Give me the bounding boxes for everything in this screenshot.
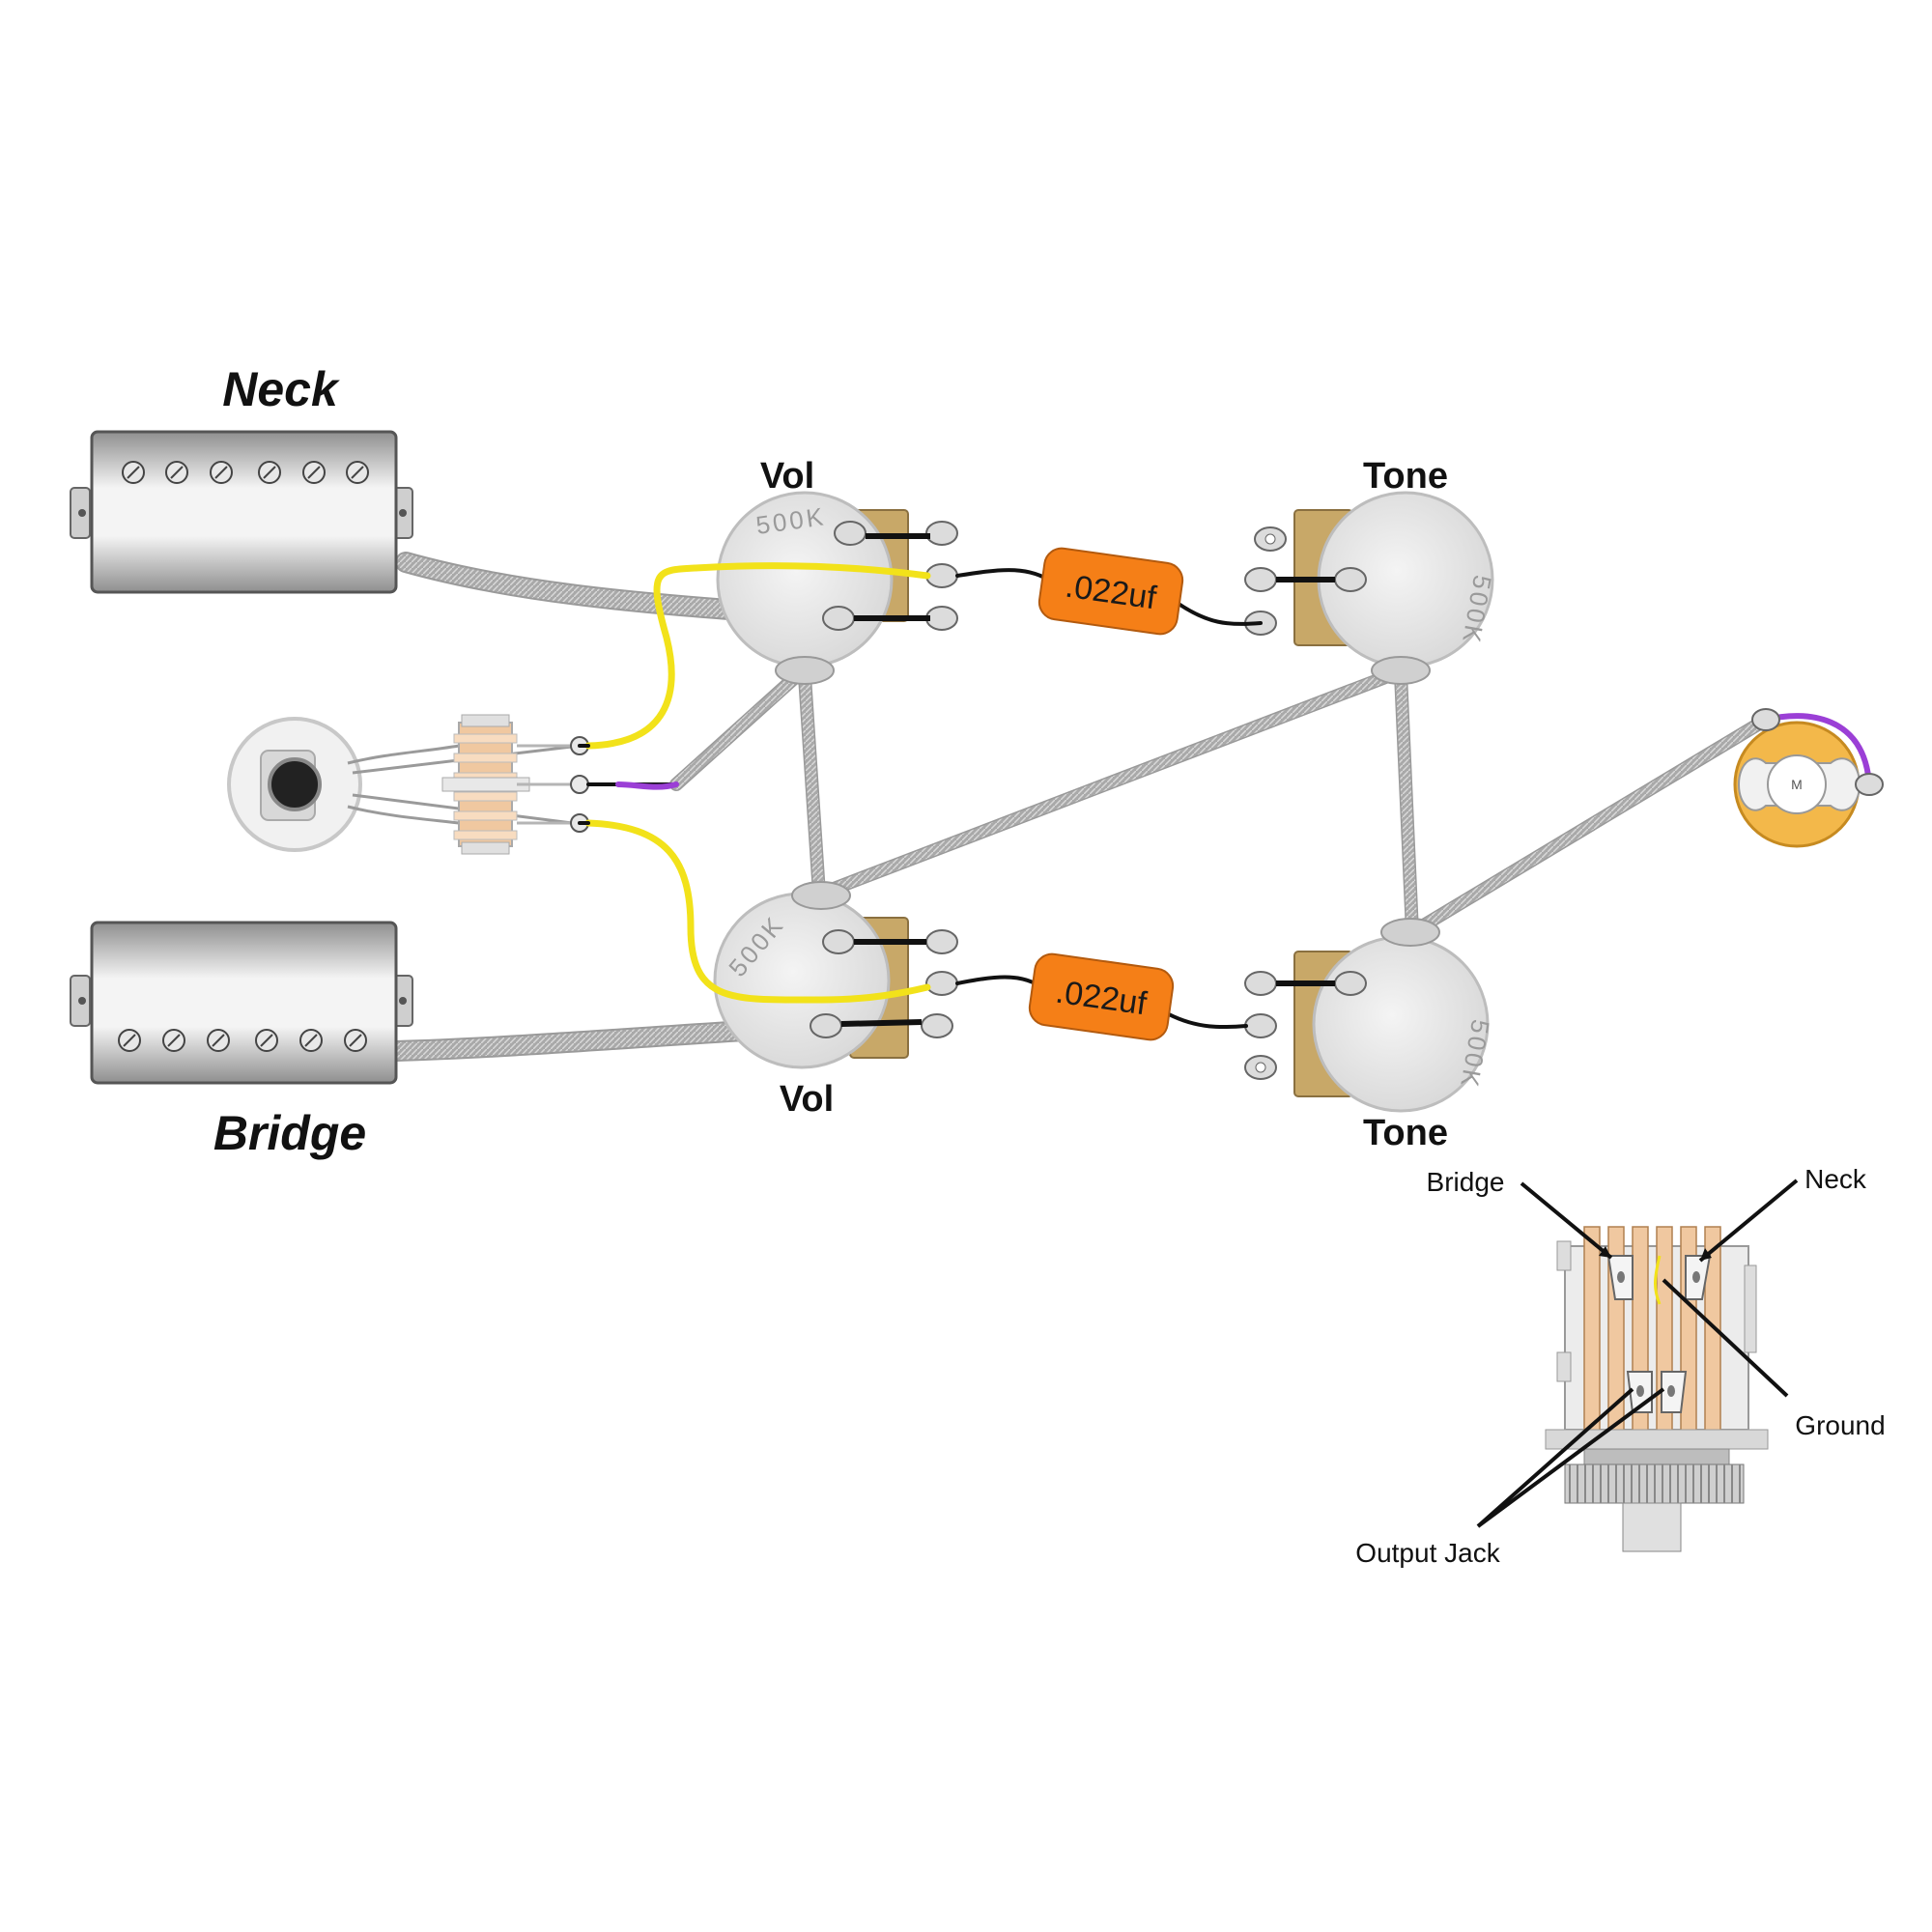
bridge-cap-lead-out	[1167, 1012, 1248, 1030]
bridge-vol-label: Vol	[780, 1079, 834, 1120]
neck-cap-lead-in	[955, 568, 1050, 582]
bridge-pickup-cover	[90, 921, 398, 1085]
switch-lug-output	[570, 775, 589, 794]
inset-threaded-bushing	[1564, 1463, 1745, 1552]
bridge-vol-body	[713, 892, 891, 1069]
jack-purple-wire	[1763, 713, 1872, 787]
bridge-tone-ground-point	[1380, 918, 1440, 947]
neck-volume-pot: 500K Vol	[716, 456, 958, 685]
toggle-switch	[227, 714, 589, 855]
inset-neck-label: Neck	[1804, 1164, 1867, 1194]
neck-pole-screws	[122, 461, 369, 484]
bridge-cap-lead-in	[955, 975, 1040, 987]
bridge-volume-pot: 500K Vol	[713, 881, 958, 1120]
bridge-tone-label: Tone	[1363, 1113, 1448, 1153]
bridge-vol-lugs	[810, 929, 958, 1038]
neck-tone-ground-point	[1371, 656, 1431, 685]
inset-output-label: Output Jack	[1355, 1538, 1500, 1568]
inset-ground-label: Ground	[1795, 1410, 1885, 1440]
bridge-tone-lugs	[1244, 971, 1367, 1080]
inset-leader-lines	[1476, 1179, 1799, 1528]
neck-pickup-label: Neck	[222, 362, 340, 416]
bridge-pickup: Bridge	[70, 921, 413, 1160]
neck-tone-pot: 500K Tone	[1244, 456, 1497, 685]
neck-vol-label: Vol	[760, 456, 814, 497]
neck-tone-capacitor: .022uf	[1037, 547, 1184, 636]
switch-lug-lines	[517, 744, 580, 825]
bridge-tone-capacitor: .022uf	[1028, 952, 1175, 1041]
neck-pickup: Neck	[70, 362, 413, 594]
neck-vol-ground-point	[775, 656, 835, 685]
bridge-pole-screws	[118, 1029, 367, 1052]
switch-detail-inset: Bridge Neck Ground Output Jack	[1355, 1164, 1885, 1568]
neck-cap-lead-out	[1177, 602, 1263, 626]
neck-vol-lugs	[822, 521, 958, 631]
neck-tone-lugs	[1244, 526, 1367, 636]
inset-bridge-label: Bridge	[1427, 1167, 1505, 1197]
neck-tone-label: Tone	[1363, 456, 1448, 497]
switch-body	[441, 714, 530, 855]
jack-sleeve-lug	[1751, 708, 1780, 731]
switch-shaft	[268, 757, 322, 811]
neck-hot-wire	[584, 562, 931, 750]
jack-marking: M	[1791, 777, 1803, 792]
bridge-pickup-label: Bridge	[213, 1106, 366, 1160]
bridge-hot-wire	[584, 819, 931, 1004]
switch-purple-wire	[615, 781, 679, 790]
output-jack: M	[1733, 708, 1884, 848]
signal-wires	[578, 562, 1872, 1030]
jack-tip-lug	[1855, 773, 1884, 796]
braided-cables	[385, 552, 1773, 1062]
bridge-tone-pot: 500K Tone	[1244, 918, 1495, 1153]
neck-pickup-cover	[90, 430, 398, 594]
bridge-vol-ground-point	[791, 881, 851, 910]
